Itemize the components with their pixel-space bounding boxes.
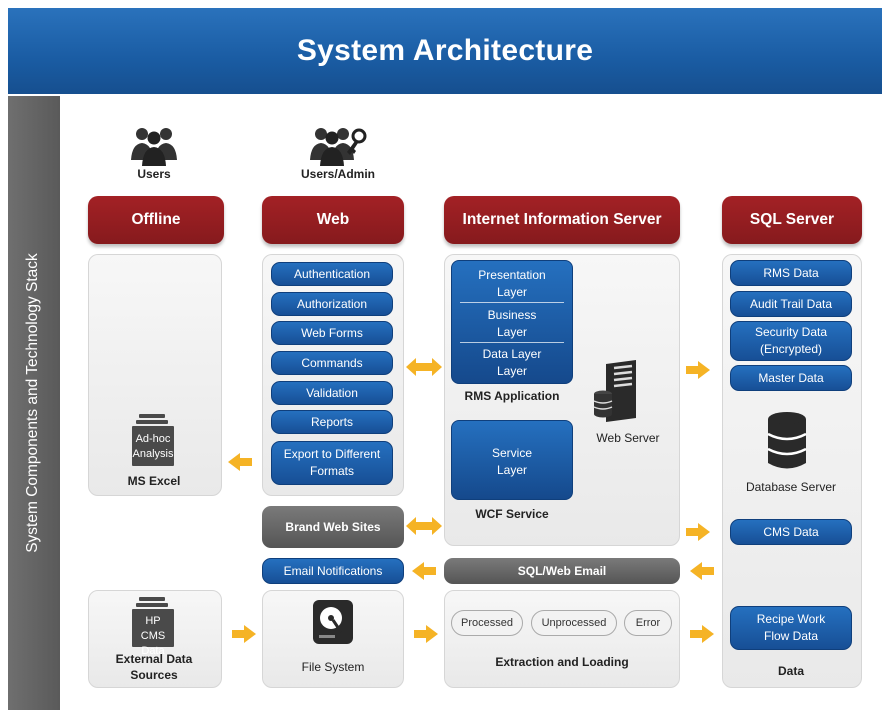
data-layer: Data Layer Layer [452, 346, 572, 381]
rms-application-label: RMS Application [464, 389, 560, 403]
sql-item-security-data: Security Data (Encrypted) [730, 321, 852, 361]
sql-item-cms-data: CMS Data [730, 519, 852, 545]
sql-data-label: Data [777, 664, 804, 678]
arrow-external-to-fs [232, 625, 256, 643]
sidebar [8, 96, 60, 710]
layer-divider [460, 342, 564, 343]
column-header-web-text: Web [316, 211, 350, 228]
data-layer-line1: Data Layer [482, 347, 542, 361]
users-admin-icon [310, 128, 367, 166]
presentation-layer: Presentation Layer [452, 267, 572, 302]
arrow-extraction-to-sql [690, 625, 714, 643]
external-data-label-line1: External Data [115, 652, 193, 666]
business-layer-line1: Business [487, 308, 537, 322]
service-layer: Service Layer [452, 445, 572, 480]
sql-item-security-line2: (Encrypted) [759, 342, 823, 356]
sql-item-rms-data: RMS Data [730, 260, 852, 286]
arrow-sql-to-email [690, 562, 714, 580]
service-layer-line2: Layer [496, 463, 528, 478]
external-data-label: External Data Sources [98, 652, 210, 683]
arrow-iis-cms [686, 523, 710, 541]
column-header-sql-text: SQL Server [749, 211, 835, 228]
business-layer-line2: Layer [496, 325, 528, 340]
column-header-sql: SQL Server [722, 196, 862, 244]
sql-item-audit-trail: Audit Trail Data [730, 291, 852, 317]
web-server-label: Web Server [596, 431, 660, 445]
column-header-iis: Internet Information Server [444, 196, 680, 244]
ms-excel-doc-tab2 [136, 420, 168, 424]
sql-item-recipe-workflow: Recipe Work Flow Data [730, 606, 852, 650]
web-item-validation: Validation [271, 381, 393, 405]
presentation-layer-line2: Layer [496, 285, 528, 300]
email-notifications: Email Notifications [262, 558, 404, 584]
arrow-fs-to-extraction [414, 625, 438, 643]
web-item-authentication: Authentication [271, 262, 393, 286]
hp-cms-doc-icon: HP CMS Data [132, 609, 174, 657]
web-item-reports: Reports [271, 410, 393, 434]
ms-excel-doc-tab [139, 414, 165, 418]
wcf-service-block: Service Layer [451, 420, 573, 500]
diagram-title: System Architecture [296, 34, 594, 67]
brand-web-sites: Brand Web Sites [262, 506, 404, 548]
hp-cms-doc-line1: HP CMS [140, 615, 166, 642]
column-header-offline-text: Offline [131, 211, 181, 228]
wcf-service-label: WCF Service [475, 507, 549, 521]
web-item-web-forms: Web Forms [271, 321, 393, 345]
web-item-commands: Commands [271, 351, 393, 375]
column-header-iis-text: Internet Information Server [462, 211, 662, 228]
web-server-icon [593, 360, 636, 422]
database-server-label: Database Server [745, 480, 837, 494]
data-layer-line2: Layer [496, 364, 528, 379]
sql-item-security-line1: Security Data [754, 325, 828, 340]
layer-divider [460, 302, 564, 303]
web-item-authorization: Authorization [271, 292, 393, 316]
arrow-brand-iis [406, 517, 442, 535]
column-header-web: Web [262, 196, 404, 244]
ms-excel-doc-line2: Analysis [132, 447, 174, 460]
hp-cms-doc-tab [139, 597, 165, 601]
database-icon [767, 412, 807, 469]
business-layer: Business Layer [452, 307, 572, 342]
extraction-label: Extraction and Loading [495, 655, 629, 669]
file-system-label: File System [301, 660, 365, 674]
arrow-web-excel [228, 453, 252, 471]
users-label: Users [137, 167, 171, 181]
ms-excel-doc-line1: Ad-hoc [135, 433, 171, 445]
service-layer-line1: Service [491, 446, 532, 460]
column-header-offline: Offline [88, 196, 224, 244]
arrow-email-to-notifications [412, 562, 436, 580]
diagram-title-bar: System Architecture [8, 8, 882, 94]
arrow-iis-sql [686, 361, 710, 379]
presentation-layer-line1: Presentation [478, 268, 546, 282]
sql-item-master-data: Master Data [730, 365, 852, 391]
sql-item-recipe-line1: Recipe Work [756, 612, 826, 627]
hp-cms-doc-tab2 [136, 603, 168, 607]
users-admin-label: Users/Admin [300, 167, 376, 181]
external-data-label-line2: Sources [130, 667, 178, 682]
sql-web-email: SQL/Web Email [444, 558, 680, 584]
hard-drive-icon [313, 600, 353, 644]
status-unprocessed: Unprocessed [531, 610, 617, 636]
extraction-panel [444, 590, 680, 688]
arrow-web-iis [406, 358, 442, 376]
status-error: Error [624, 610, 672, 636]
ms-excel-doc-icon: Ad-hoc Analysis [132, 426, 174, 466]
status-processed: Processed [451, 610, 523, 636]
web-item-export-line1: Export to Different [283, 447, 381, 462]
web-item-export-line2: Formats [309, 464, 354, 478]
web-item-export: Export to Different Formats [271, 441, 393, 485]
users-icon [131, 128, 177, 166]
hp-cms-doc-line2: Data [141, 644, 165, 657]
rms-application-block: Presentation Layer Business Layer Data L… [451, 260, 573, 384]
sql-item-recipe-line2: Flow Data [763, 629, 819, 643]
ms-excel-label: MS Excel [127, 474, 181, 488]
